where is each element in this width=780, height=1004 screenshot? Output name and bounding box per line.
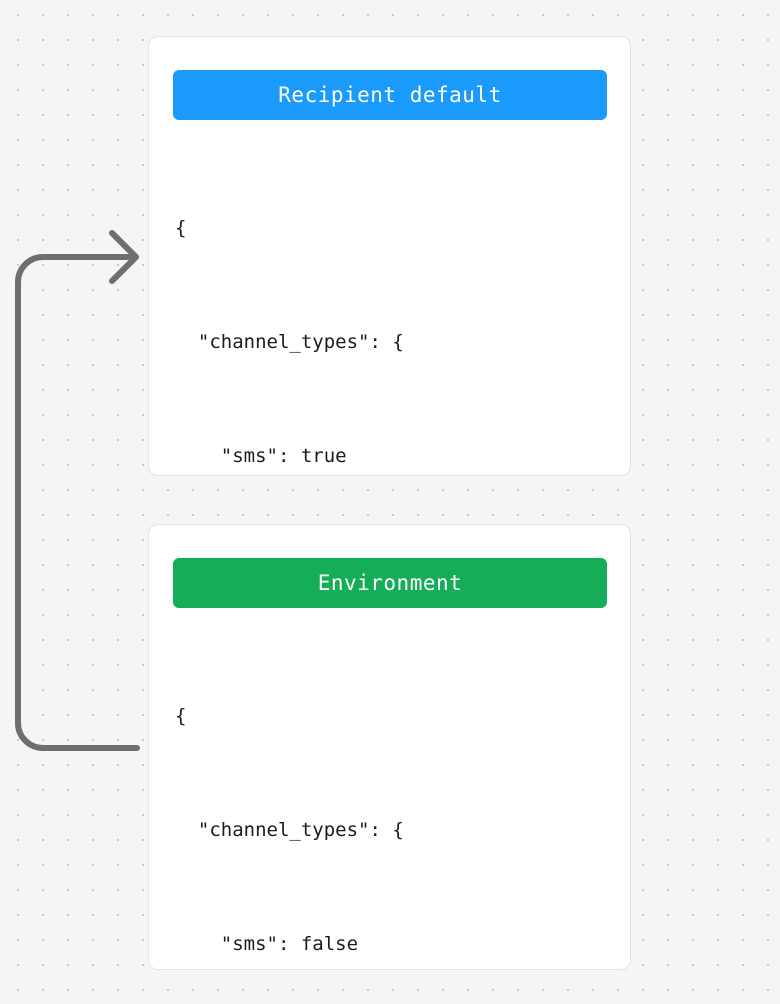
json-line: "channel_types": { <box>175 819 404 841</box>
flow-arrow-path <box>15 254 140 751</box>
json-line: { <box>175 705 187 727</box>
json-body-environment: { "channel_types": { "sms": false }, "ca… <box>175 621 616 1004</box>
json-line: "sms": false <box>175 933 359 955</box>
card-header-label: Recipient default <box>278 83 502 107</box>
card-recipient-default[interactable]: Recipient default { "channel_types": { "… <box>148 36 631 923</box>
json-line: "channel_types": { <box>175 331 404 353</box>
card-header-recipient-default[interactable]: Recipient default <box>173 70 607 120</box>
card-environment[interactable]: Environment { "channel_types": { "sms": … <box>148 524 631 970</box>
json-line: { <box>175 217 187 239</box>
json-line: "sms": true <box>175 445 347 467</box>
flow-arrow-head-icon <box>109 230 139 284</box>
card-header-label: Environment <box>317 571 463 595</box>
card-header-environment[interactable]: Environment <box>173 558 607 608</box>
